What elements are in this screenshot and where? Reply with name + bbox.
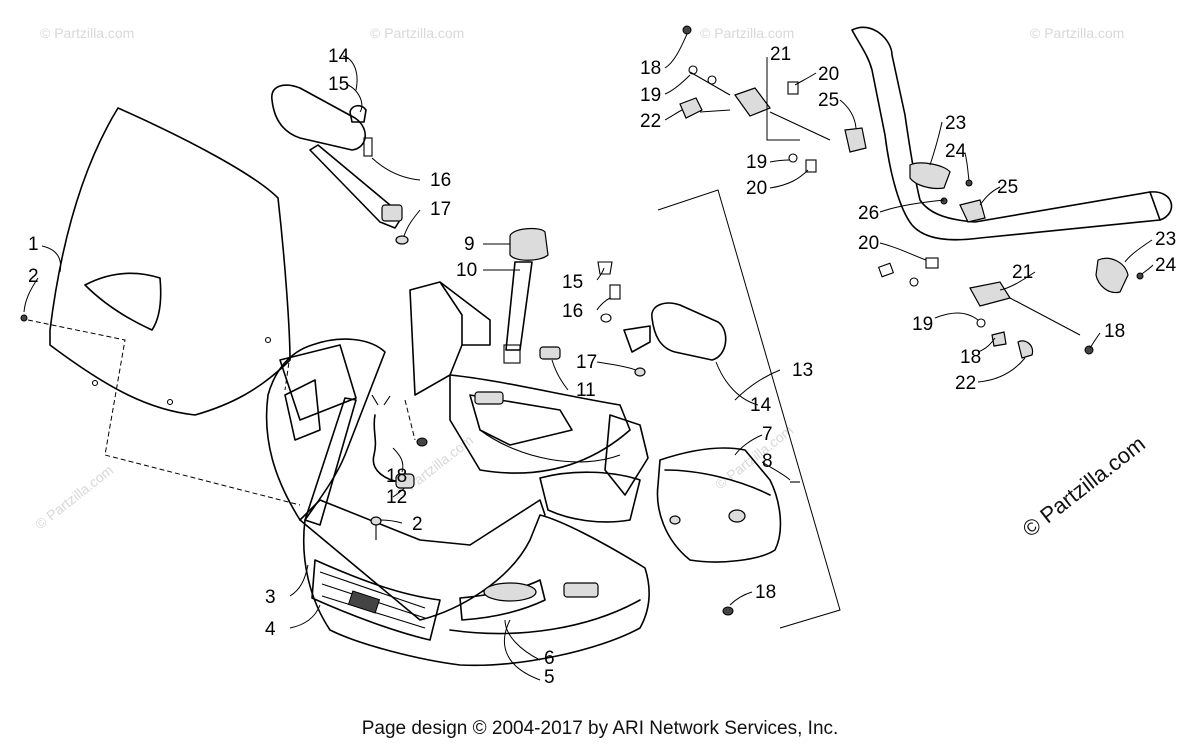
callout-19: 19: [746, 152, 767, 173]
callout-3: 3: [265, 587, 276, 608]
callout-20: 20: [746, 178, 767, 199]
watermark: © Partzilla.com: [700, 25, 794, 41]
callout-14: 14: [750, 395, 772, 416]
watermark: © Partzilla.com: [1030, 25, 1124, 41]
callout-2: 2: [28, 266, 39, 287]
group-bracket: [657, 189, 841, 629]
assembly-line: [284, 354, 291, 391]
dash-panel: [409, 281, 649, 523]
wiring-harness: [371, 394, 415, 489]
callout-25: 25: [818, 90, 839, 111]
callout-26: 26: [858, 203, 879, 224]
callout-18: 18: [960, 347, 981, 368]
right-side-panel: [656, 447, 800, 563]
callout-24: 24: [945, 141, 967, 162]
perch-assembly-lower: [877, 257, 1144, 359]
callout-22: 22: [640, 111, 661, 132]
watermark: © Partzilla.com: [370, 25, 464, 41]
callout-25: 25: [997, 177, 1018, 198]
callout-15: 15: [562, 272, 583, 293]
callout-12: 12: [386, 487, 407, 508]
callout-10: 10: [456, 260, 477, 281]
callout-17: 17: [576, 352, 597, 373]
copyright-watermark: © Partzilla.com: [1018, 431, 1150, 542]
callout-24: 24: [1155, 255, 1177, 276]
callout-23: 23: [945, 113, 966, 134]
fasteners-left: [370, 399, 734, 616]
handlebar: [851, 26, 1173, 241]
callout-8: 8: [762, 451, 773, 472]
callout-11: 11: [576, 380, 596, 401]
callout-20: 20: [818, 64, 839, 85]
callout-2: 2: [412, 514, 423, 535]
callout-18: 18: [640, 58, 661, 79]
watermark: © Partzilla.com: [40, 25, 134, 41]
watermark: © Partzilla.com: [712, 422, 796, 493]
mirror-right: [597, 261, 727, 377]
windshield-bolt: [20, 314, 28, 322]
watermark: © Partzilla.com: [32, 462, 116, 533]
callout-18: 18: [1104, 321, 1125, 342]
callout-18: 18: [386, 466, 407, 487]
callout-21: 21: [1012, 262, 1033, 283]
callout-23: 23: [1155, 229, 1176, 250]
callout-20: 20: [858, 233, 879, 254]
callout-9: 9: [464, 234, 475, 255]
mirror-left: [271, 84, 409, 245]
callout-labels: 1 2 2 3 4 5 6 7 8 9 10 11 12 13 14 14 15…: [28, 44, 1177, 688]
callout-16: 16: [430, 170, 451, 191]
ignition-switch: [503, 227, 561, 364]
perch-assembly-upper: [679, 25, 986, 223]
callout-6: 6: [544, 648, 555, 669]
callout-22: 22: [955, 373, 976, 394]
front-fairing: [265, 338, 650, 667]
callout-5: 5: [544, 667, 555, 688]
callout-13: 13: [792, 360, 813, 381]
callout-15: 15: [328, 74, 349, 95]
callout-19: 19: [640, 85, 661, 106]
callout-1: 1: [28, 234, 39, 255]
windshield: [49, 107, 291, 416]
callout-21: 21: [770, 44, 791, 65]
callout-14: 14: [328, 46, 350, 67]
callout-7: 7: [762, 424, 773, 445]
footer-copyright: Page design © 2004-2017 by ARI Network S…: [361, 718, 839, 739]
assembly-line: [27, 319, 301, 506]
callout-16: 16: [562, 301, 583, 322]
callout-4: 4: [265, 619, 276, 640]
callout-19: 19: [912, 314, 933, 335]
fairing-side-panel: [279, 344, 357, 526]
callout-17: 17: [430, 199, 451, 220]
leader-lines: [23, 33, 1154, 681]
callout-18: 18: [755, 582, 776, 603]
